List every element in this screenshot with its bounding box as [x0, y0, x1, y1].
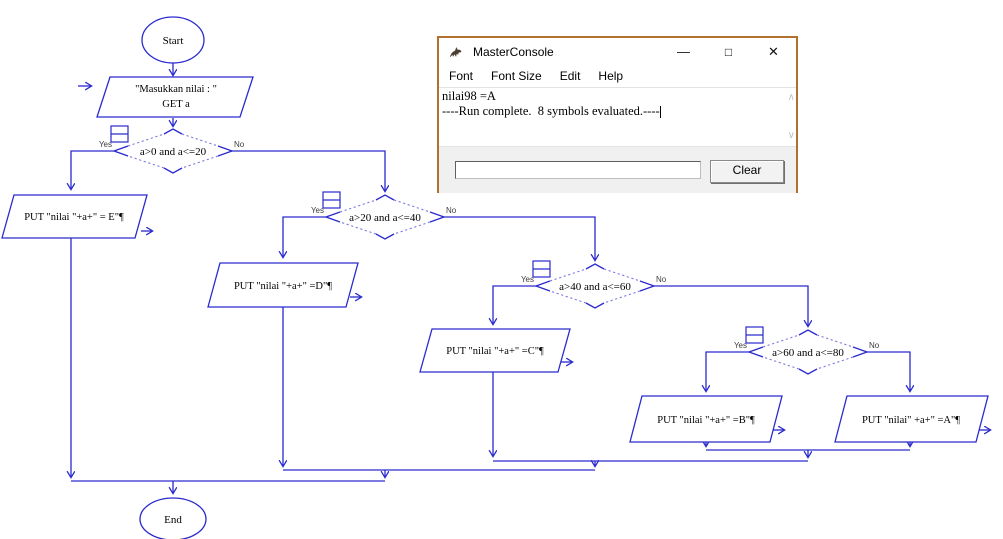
console-line-1: nilai98 =A: [442, 89, 496, 103]
input-node[interactable]: "Masukkan nilai : " GET a: [96, 76, 254, 118]
decision-condition: a>20 and a<=40: [349, 212, 421, 224]
yes-label: Yes: [521, 275, 534, 284]
close-button[interactable]: ✕: [768, 43, 779, 59]
no-label: No: [446, 206, 457, 215]
decision-condition: a>0 and a<=20: [140, 146, 207, 158]
output-text: PUT "nilai "+a+" =D"¶: [234, 281, 332, 292]
output-node-a[interactable]: PUT "nilai" +a+" =A"¶: [834, 395, 989, 443]
yes-label: Yes: [311, 206, 324, 215]
decision-badge-icon: [322, 191, 341, 209]
text-cursor: [659, 106, 661, 118]
decision-condition: a>40 and a<=60: [559, 281, 631, 293]
menu-help[interactable]: Help: [598, 68, 624, 83]
menu-edit[interactable]: Edit: [559, 68, 581, 83]
yes-label: Yes: [99, 140, 112, 149]
menu-font-size[interactable]: Font Size: [491, 68, 542, 83]
output-text: PUT "nilai "+a+" = E"¶: [24, 212, 124, 223]
no-label: No: [656, 275, 667, 284]
input-node-text-2: GET a: [162, 99, 190, 110]
decision-node-3[interactable]: a>40 and a<=60 Yes No: [521, 260, 667, 309]
output-node-b[interactable]: PUT "nilai "+a+" =B"¶: [629, 395, 783, 443]
decision-node-2[interactable]: a>20 and a<=40 Yes No: [311, 191, 457, 240]
titlebar[interactable]: MasterConsole — □ ✕: [439, 38, 796, 65]
raptor-icon: [449, 46, 462, 57]
no-label: No: [234, 140, 245, 149]
scroll-down-icon[interactable]: ∨: [787, 130, 795, 141]
output-node-e[interactable]: PUT "nilai "+a+" = E"¶: [1, 194, 148, 239]
minimize-button[interactable]: —: [677, 44, 690, 59]
decision-condition: a>60 and a<=80: [772, 347, 844, 359]
decision-badge-icon: [745, 326, 764, 344]
scroll-up-icon[interactable]: ∧: [787, 92, 795, 103]
start-label: Start: [163, 35, 184, 47]
output-node-c[interactable]: PUT "nilai "+a+" =C"¶: [419, 328, 571, 373]
start-node[interactable]: Start: [141, 16, 205, 64]
end-node[interactable]: End: [139, 497, 207, 539]
output-text: PUT "nilai "+a+" =C"¶: [446, 346, 544, 357]
window-title: MasterConsole: [473, 44, 554, 59]
decision-badge-icon: [532, 260, 551, 278]
flow-connectors: [71, 63, 990, 493]
clear-button[interactable]: Clear: [710, 160, 784, 183]
output-text: PUT "nilai" +a+" =A"¶: [862, 415, 960, 426]
console-input-field[interactable]: [455, 161, 701, 179]
maximize-button[interactable]: □: [724, 44, 733, 59]
no-label: No: [869, 341, 880, 350]
decision-node-1[interactable]: a>0 and a<=20 Yes No: [99, 125, 245, 174]
menubar: Font Font Size Edit Help: [439, 65, 796, 87]
output-node-d[interactable]: PUT "nilai "+a+" =D"¶: [207, 262, 359, 308]
console-output[interactable]: nilai98 =A ----Run complete. 8 symbols e…: [439, 87, 796, 147]
masterconsole-window: MasterConsole — □ ✕ Font Font Size Edit …: [437, 36, 798, 193]
decision-badge-icon: [110, 125, 129, 143]
output-text: PUT "nilai "+a+" =B"¶: [657, 415, 755, 426]
decision-node-4[interactable]: a>60 and a<=80 Yes No: [734, 326, 880, 375]
input-node-text-1: "Masukkan nilai : ": [135, 84, 217, 95]
end-label: End: [164, 514, 182, 526]
menu-font[interactable]: Font: [449, 68, 474, 83]
console-input-panel: Clear: [439, 147, 796, 193]
yes-label: Yes: [734, 341, 747, 350]
console-line-2: ----Run complete. 8 symbols evaluated.--…: [442, 104, 661, 118]
